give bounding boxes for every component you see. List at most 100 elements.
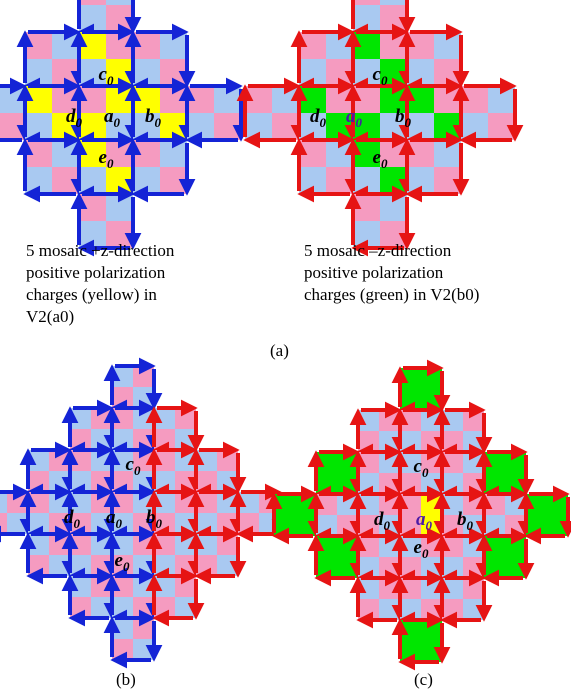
mosaic-quadrant	[442, 599, 463, 620]
mosaic-quadrant	[160, 113, 187, 140]
mosaic-quadrant	[353, 167, 380, 194]
mosaic-quadrant	[133, 555, 154, 576]
cell-label-e0: e0	[115, 550, 130, 574]
mosaic-quadrant	[196, 471, 217, 492]
mosaic-quadrant	[238, 492, 259, 513]
cell-label-c0: c0	[99, 64, 114, 88]
mosaic-quadrant	[106, 194, 133, 221]
mosaic-quadrant	[7, 492, 28, 513]
sublabel-c: (c)	[414, 670, 433, 689]
mosaic-quadrant	[358, 452, 379, 473]
mosaic-quadrant	[463, 431, 484, 452]
mosaic-quadrant	[0, 492, 7, 513]
mosaic-quadrant	[379, 431, 400, 452]
mosaic-quadrant	[353, 86, 380, 113]
caption-right-line2: positive polarization	[304, 263, 444, 282]
mosaic-quadrant	[400, 389, 421, 410]
mosaic-quadrant	[461, 86, 488, 113]
caption-left-line3: charges (yellow) in	[26, 285, 157, 304]
mosaic-quadrant	[463, 410, 484, 431]
mosaic-quadrant	[175, 513, 196, 534]
mosaic-quadrant	[461, 113, 488, 140]
mosaic-quadrant	[442, 410, 463, 431]
cell-label-c0: c0	[126, 454, 141, 478]
mosaic-quadrant	[379, 578, 400, 599]
mosaic-quadrant	[70, 450, 91, 471]
mosaic-quadrant	[196, 555, 217, 576]
caption-right: 5 mosaic –z-direction positive polarizat…	[304, 240, 479, 306]
mosaic-quadrant	[70, 471, 91, 492]
mosaic-quadrant	[316, 557, 337, 578]
mosaic-quadrant	[434, 59, 461, 86]
mosaic-quadrant	[421, 620, 442, 641]
mosaic-quadrant	[133, 408, 154, 429]
mosaic-quadrant	[245, 86, 272, 113]
mosaic-quadrant	[484, 494, 505, 515]
mosaic-quadrant	[91, 534, 112, 555]
mosaic-quadrant	[196, 513, 217, 534]
mosaic-quadrant	[28, 450, 49, 471]
mosaic-quadrant	[316, 494, 337, 515]
mosaic-quadrant	[91, 576, 112, 597]
mosaic-quadrant	[421, 368, 442, 389]
mosaic-quadrant	[175, 450, 196, 471]
cell-label-a0: a0	[346, 106, 363, 130]
cell-label-e0: e0	[99, 147, 114, 171]
mosaic-quadrant	[160, 167, 187, 194]
mosaic-quadrant	[463, 452, 484, 473]
mosaic-quadrant	[154, 576, 175, 597]
mosaic-quadrant	[358, 473, 379, 494]
mosaic-quadrant	[442, 536, 463, 557]
mosaic-quadrant	[28, 492, 49, 513]
mosaic-quadrant	[380, 0, 407, 5]
mosaic-quadrant	[380, 5, 407, 32]
mosaic-quadrant	[91, 450, 112, 471]
mosaic-quadrant	[526, 494, 547, 515]
mosaic-quadrant	[434, 113, 461, 140]
mosaic-quadrant	[112, 576, 133, 597]
cell-label-b0: b0	[145, 106, 162, 130]
mosaic-quadrant	[484, 515, 505, 536]
mosaic-quadrant	[380, 32, 407, 59]
caption-left-line1: 5 mosaic +z-direction	[26, 241, 175, 260]
mosaic-quadrant	[380, 194, 407, 221]
mosaic-quadrant	[316, 473, 337, 494]
mosaic-quadrant	[91, 597, 112, 618]
mosaic-quadrant	[400, 620, 421, 641]
cell-label-c0: c0	[414, 456, 429, 480]
mosaic-quadrant	[133, 618, 154, 639]
mosaic-quadrant	[133, 429, 154, 450]
mosaic-quadrant	[337, 494, 358, 515]
mosaic-quadrant	[407, 59, 434, 86]
mosaic-quadrant	[400, 641, 421, 662]
mosaic-quadrant	[187, 113, 214, 140]
caption-left: 5 mosaic +z-direction positive polarizat…	[26, 240, 174, 328]
mosaic-quadrant	[70, 534, 91, 555]
mosaic-quadrant	[154, 450, 175, 471]
mosaic-quadrant	[160, 86, 187, 113]
mosaic-quadrant	[326, 167, 353, 194]
mosaic-quadrant	[463, 473, 484, 494]
mosaic-quadrant	[175, 576, 196, 597]
mosaic-quadrant	[217, 534, 238, 555]
mosaic-quadrant	[217, 555, 238, 576]
mosaic-quadrant	[353, 32, 380, 59]
mosaic-quadrant	[91, 471, 112, 492]
mosaic-quadrant	[154, 492, 175, 513]
mosaic-quadrant	[379, 473, 400, 494]
mosaic-quadrant	[154, 471, 175, 492]
mosaic-quadrant	[407, 140, 434, 167]
mosaic-quadrant	[49, 450, 70, 471]
mosaic-quadrant	[421, 410, 442, 431]
mosaic-quadrant	[505, 494, 526, 515]
cell-label-d0: d0	[374, 509, 391, 533]
mosaic-quadrant	[28, 534, 49, 555]
mosaic-quadrant	[358, 536, 379, 557]
mosaic-quadrant	[154, 408, 175, 429]
cell-label-a0: a0	[416, 509, 433, 533]
mosaic-quadrant	[400, 368, 421, 389]
mosaic-quadrant	[79, 0, 106, 5]
mosaic-quadrant	[25, 167, 52, 194]
mosaic-quadrant	[434, 32, 461, 59]
mosaic-quadrant	[106, 32, 133, 59]
